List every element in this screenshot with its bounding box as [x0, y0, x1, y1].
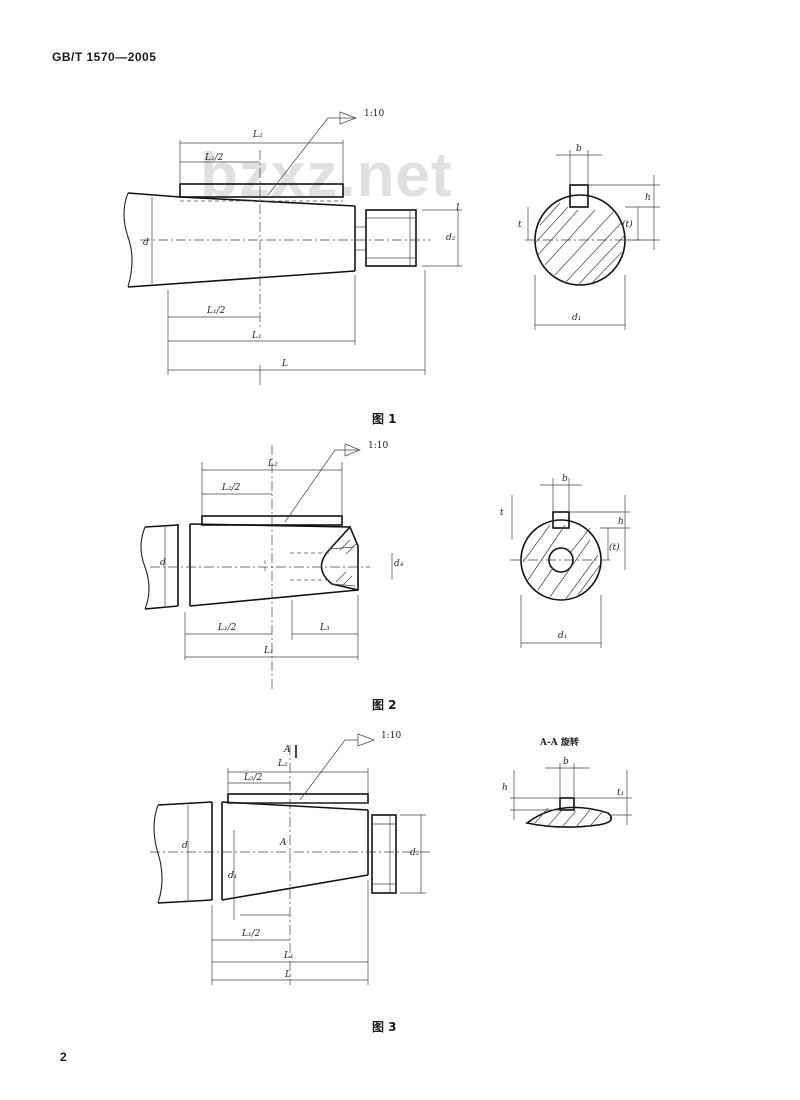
fig3-label-b: b	[563, 757, 569, 767]
fig3-label-L2-half: L₂/2	[243, 773, 263, 783]
fig3-label-d1: d₁	[228, 871, 237, 881]
fig3-label-h: h	[502, 783, 508, 793]
fig3-label-L1: L₁	[283, 951, 294, 961]
fig2-label-d: d	[160, 558, 166, 568]
fig3-label-L1-half: L₁/2	[241, 929, 261, 939]
standard-code: GB/T 1570—2005	[52, 50, 157, 64]
fig3-label-L: L	[284, 970, 291, 980]
figure-3-caption: 图 3	[372, 1020, 397, 1034]
fig1-label-h: h	[645, 193, 651, 203]
fig2-taper-ratio: 1:10	[368, 441, 388, 451]
figure-1-caption: 图 1	[372, 412, 397, 426]
fig3-thread	[371, 814, 397, 894]
fig2-label-L1: L₁	[263, 646, 274, 656]
fig1-label-d1: d₁	[572, 313, 581, 323]
fig3-label-L2: L₂	[277, 759, 288, 769]
fig1-section-keyway	[569, 184, 589, 208]
figure-3: A A L₂ L₂/2 1:10 d d₁ d₂ L₁/2 L₁ L A-A 旋…	[150, 731, 632, 985]
fig2-break-line	[140, 526, 150, 610]
fig2-label-L1-half: L₁/2	[217, 623, 237, 633]
fig1-taper-ratio: 1:10	[364, 109, 384, 119]
fig2-end-recess	[320, 525, 359, 592]
fig3-key	[227, 793, 369, 804]
fig3-label-t1: t₁	[617, 788, 624, 798]
fig3-break-line	[153, 804, 163, 904]
page-number: 2	[60, 1050, 67, 1064]
fig3-section-title: A-A 旋转	[539, 736, 579, 748]
fig2-section-keyway	[552, 511, 570, 529]
fig1-label-t-paren: (t)	[622, 219, 633, 230]
figure-2: L₂ L₂/2 1:10 d d₄ L₁/2 L₃ L₁ b	[140, 441, 630, 690]
fig1-thread	[365, 209, 417, 267]
fig1-label-1: 1	[455, 203, 461, 213]
fig1-label-d2: d₂	[446, 233, 456, 243]
fig3-label-A: A	[279, 838, 287, 848]
fig1-label-L2-half: L₂/2	[204, 153, 224, 163]
fig1-break-line	[123, 192, 133, 288]
fig2-label-d4: d₄	[394, 559, 404, 569]
fig1-key	[179, 183, 344, 198]
fig3-label-A-top: A	[283, 745, 291, 755]
figure-1: L₂ L₂/2 1:10 d d₂ 1 L₁/2 L₁ L	[123, 109, 660, 385]
fig1-label-L2: L₂	[252, 130, 263, 140]
figure-2-caption: 图 2	[372, 698, 397, 712]
fig1-label-t: t	[518, 220, 522, 230]
fig3-section-keyway	[559, 797, 575, 811]
fig1-label-L1: L₁	[251, 331, 262, 341]
fig2-label-b: b	[562, 474, 568, 484]
fig2-label-L2: L₂	[267, 459, 278, 469]
fig2-label-d1: d₁	[558, 631, 567, 641]
fig2-label-L2-half: L₂/2	[221, 483, 241, 493]
fig2-label-h: h	[618, 517, 624, 527]
fig2-label-t: t	[500, 508, 504, 518]
fig3-taper-ratio: 1:10	[381, 731, 401, 741]
fig1-label-d: d	[143, 238, 149, 248]
fig3-label-d2: d₂	[410, 848, 420, 858]
fig1-label-L1-half: L₁/2	[206, 306, 226, 316]
fig1-label-L: L	[281, 359, 288, 369]
fig2-label-L3: L₃	[319, 623, 330, 633]
fig3-label-d: d	[182, 841, 188, 851]
fig1-label-b: b	[576, 144, 582, 154]
fig2-label-t-paren: (t)	[609, 542, 620, 553]
